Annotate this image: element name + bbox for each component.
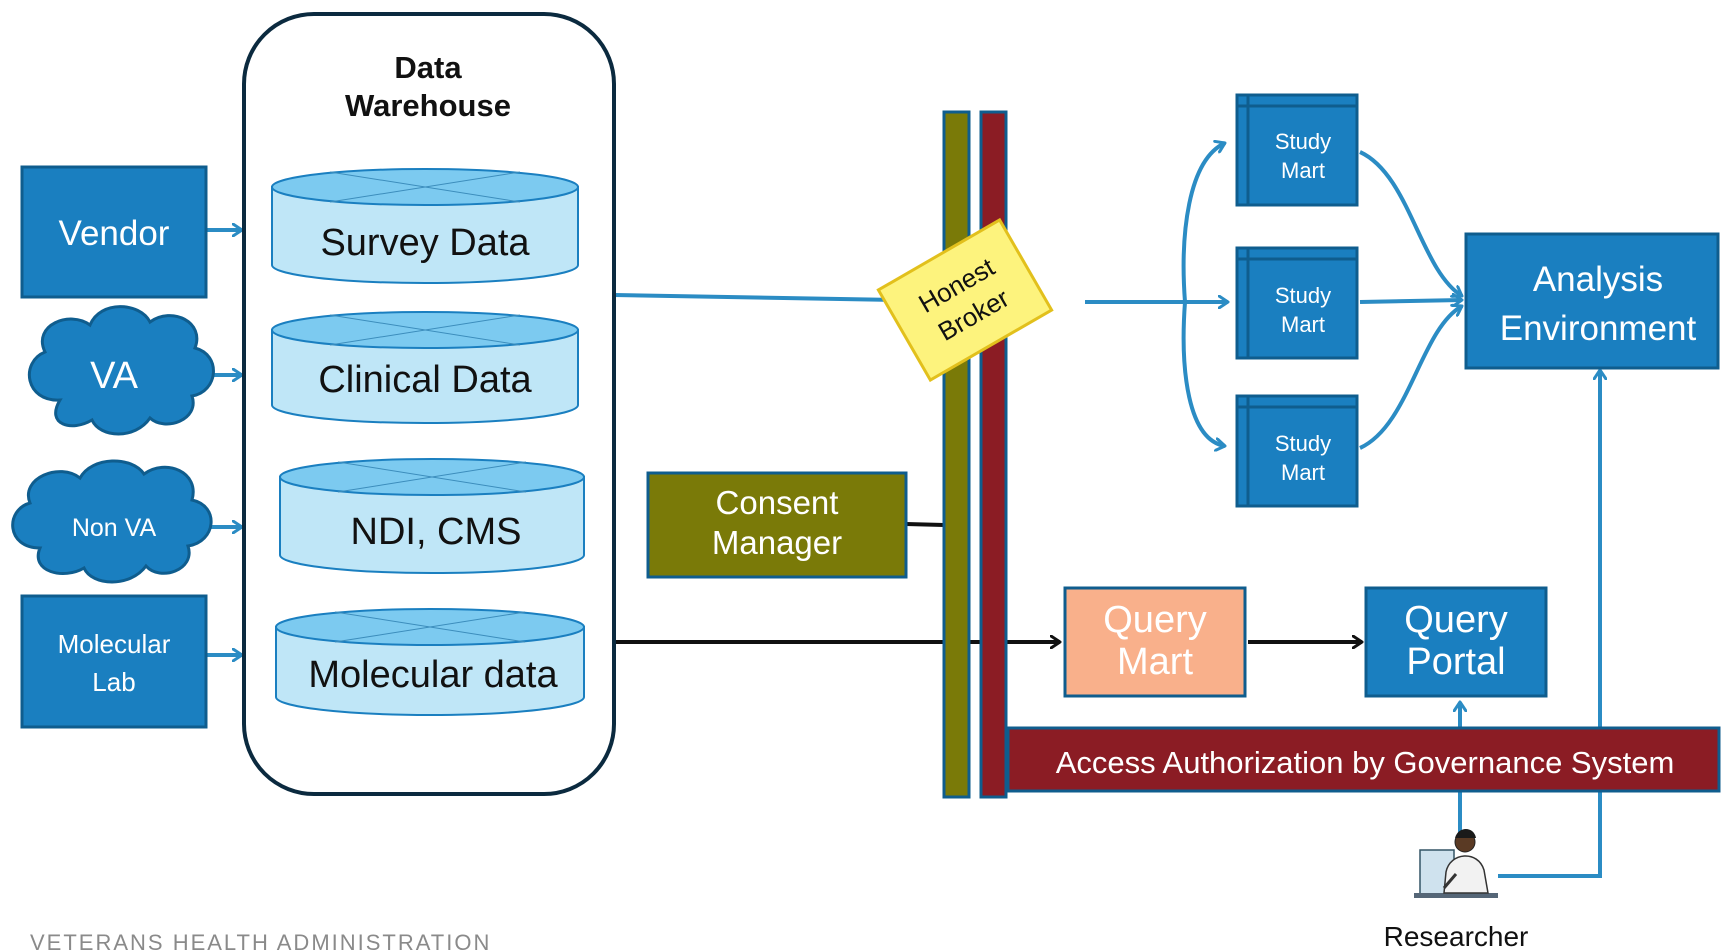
- vendor-label: Vendor: [59, 214, 170, 253]
- molecular-lab-box: [20, 594, 208, 729]
- molecular-data-label: Molecular data: [308, 654, 558, 696]
- va-label: VA: [90, 355, 139, 397]
- researcher-label: Researcher: [1384, 921, 1529, 952]
- study-mart-2: Study Mart: [1235, 246, 1359, 360]
- warehouse-title-line2: Warehouse: [345, 88, 511, 123]
- clinical-data-db-body: [271, 329, 579, 424]
- honest-broker-bar: [979, 110, 1008, 799]
- ndi-cms-db-body: [279, 476, 585, 574]
- study-mart-3-label-line1: Study: [1275, 431, 1331, 456]
- query-portal-box: [1364, 586, 1548, 698]
- query-mart-label-line2: Mart: [1117, 641, 1193, 683]
- warehouse-title-line1: Data: [394, 50, 462, 85]
- ndi-cms-label: NDI, CMS: [351, 511, 522, 553]
- study-mart-top-to-analysis: [1359, 150, 1462, 296]
- access-authorization-label: Access Authorization by Governance Syste…: [1056, 745, 1675, 780]
- consent-manager-box: [646, 471, 908, 579]
- study-mart-3-label-line2: Mart: [1281, 460, 1325, 485]
- study-mart-bottom-to-analysis: [1359, 306, 1462, 450]
- clinical-data-db: Clinical Data: [271, 311, 579, 424]
- study-mart-3-box: [1235, 394, 1359, 508]
- consent-manager-label-line1: Consent: [716, 484, 839, 521]
- researcher-hair: [1455, 829, 1476, 838]
- query-mart-label-line1: Query: [1103, 599, 1206, 641]
- study-mart-1-label-line2: Mart: [1281, 158, 1325, 183]
- study-mart-2-label-line1: Study: [1275, 283, 1331, 308]
- footer-text: VETERANS HEALTH ADMINISTRATION: [30, 930, 491, 952]
- study-mart-1-label-line1: Study: [1275, 129, 1331, 154]
- warehouse-to-broker-line: [613, 293, 901, 302]
- molecular-data-db-cross-2: [334, 611, 526, 643]
- analysis-environment-label-line1: Analysis: [1533, 260, 1663, 299]
- honest-broker-note-shape: [876, 217, 1054, 383]
- consent-bar: [942, 110, 971, 799]
- vendor-box: [20, 165, 208, 299]
- study-mart-2-label-line2: Mart: [1281, 312, 1325, 337]
- researcher-body: [1443, 855, 1489, 894]
- analysis-environment-box: [1464, 232, 1720, 370]
- study-mart-3: Study Mart: [1235, 394, 1359, 508]
- molecular-lab-label-line2: Lab: [92, 667, 135, 697]
- study-mart-1: Study Mart: [1235, 93, 1359, 207]
- researcher-desk: [1414, 893, 1498, 898]
- query-portal-label-line2: Portal: [1406, 641, 1505, 683]
- va-cloud: [28, 305, 215, 436]
- study-mart-middle-to-analysis: [1359, 300, 1462, 302]
- researcher-figure: [1414, 829, 1498, 898]
- honest-broker-note: Honest Broker: [876, 217, 1054, 383]
- survey-data-label: Survey Data: [320, 222, 530, 264]
- ndi-cms-db: NDI, CMS: [279, 458, 585, 574]
- researcher-to-analysis-arrow: [1498, 370, 1600, 878]
- survey-data-db-body: [271, 186, 579, 284]
- non-va-label: Non VA: [72, 514, 157, 542]
- molecular-lab-label-line1: Molecular: [58, 629, 171, 659]
- query-portal-label-line1: Query: [1404, 599, 1507, 641]
- analysis-environment-label-line2: Environment: [1500, 309, 1697, 348]
- molecular-data-db-body: [275, 626, 585, 716]
- consent-manager-label-line2: Manager: [712, 524, 842, 561]
- query-mart-box: [1063, 586, 1247, 698]
- study-mart-2-box: [1235, 246, 1359, 360]
- non-va-cloud: [11, 459, 213, 584]
- researcher-arm: [1442, 873, 1458, 889]
- ndi-cms-db-cross-2: [337, 461, 527, 493]
- study-mart-1-box: [1235, 93, 1359, 207]
- broker-to-bottom-study-mart-arrow: [1181, 301, 1225, 446]
- clinical-data-label: Clinical Data: [318, 359, 532, 401]
- survey-data-db-cross-2: [329, 171, 521, 203]
- access-authorization-bar: [1006, 726, 1721, 793]
- clinical-data-db-cross-2: [329, 314, 521, 346]
- survey-data-db: Survey Data: [271, 168, 579, 284]
- broker-to-top-study-mart-arrow: [1181, 143, 1225, 303]
- molecular-data-db: Molecular data: [275, 608, 585, 716]
- consent-manager-line: [905, 522, 945, 527]
